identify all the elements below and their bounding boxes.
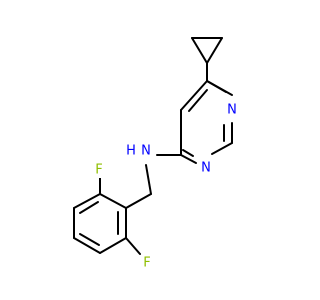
bond-bz-4-double <box>79 233 100 246</box>
atom-f-bottom-label: F <box>143 256 150 271</box>
bond-bz-4 <box>73 237 101 254</box>
molecule-drawing: N N N H F F <box>73 37 239 271</box>
bond-bz-1 <box>99 193 127 209</box>
bond-c6-n1-side <box>206 80 227 93</box>
atom-n1: N <box>226 102 239 118</box>
atom-n3-label: N <box>201 161 211 176</box>
atom-h-label: H <box>126 144 136 159</box>
atom-f-top-label: F <box>95 163 102 178</box>
atom-n1-label: N <box>227 103 237 118</box>
bond-bz-2-double <box>79 201 99 214</box>
bond-c5-c6-double <box>188 89 208 112</box>
bond-ch2-ring <box>125 193 152 209</box>
bond-n3-c4-double <box>182 149 194 157</box>
bond-nh-ch2 <box>145 164 152 195</box>
atom-f-bottom: F <box>141 256 154 271</box>
atom-f-top: F <box>93 163 106 178</box>
bond-bz-2 <box>73 193 101 209</box>
atom-nh: N H <box>124 143 153 159</box>
bond-cp-2 <box>191 37 208 64</box>
bond-bz-5 <box>99 237 127 254</box>
bond-c-f-bottom <box>125 237 141 255</box>
bond-cp-3 <box>206 37 223 64</box>
bond-c2-n3 <box>211 142 233 155</box>
bond-n3-c4 <box>180 154 197 164</box>
bond-c5-c6 <box>180 80 208 111</box>
structure-canvas: N N N H F F <box>73 37 239 271</box>
atom-nh-label: N <box>141 144 151 159</box>
atom-n3: N <box>199 161 212 176</box>
